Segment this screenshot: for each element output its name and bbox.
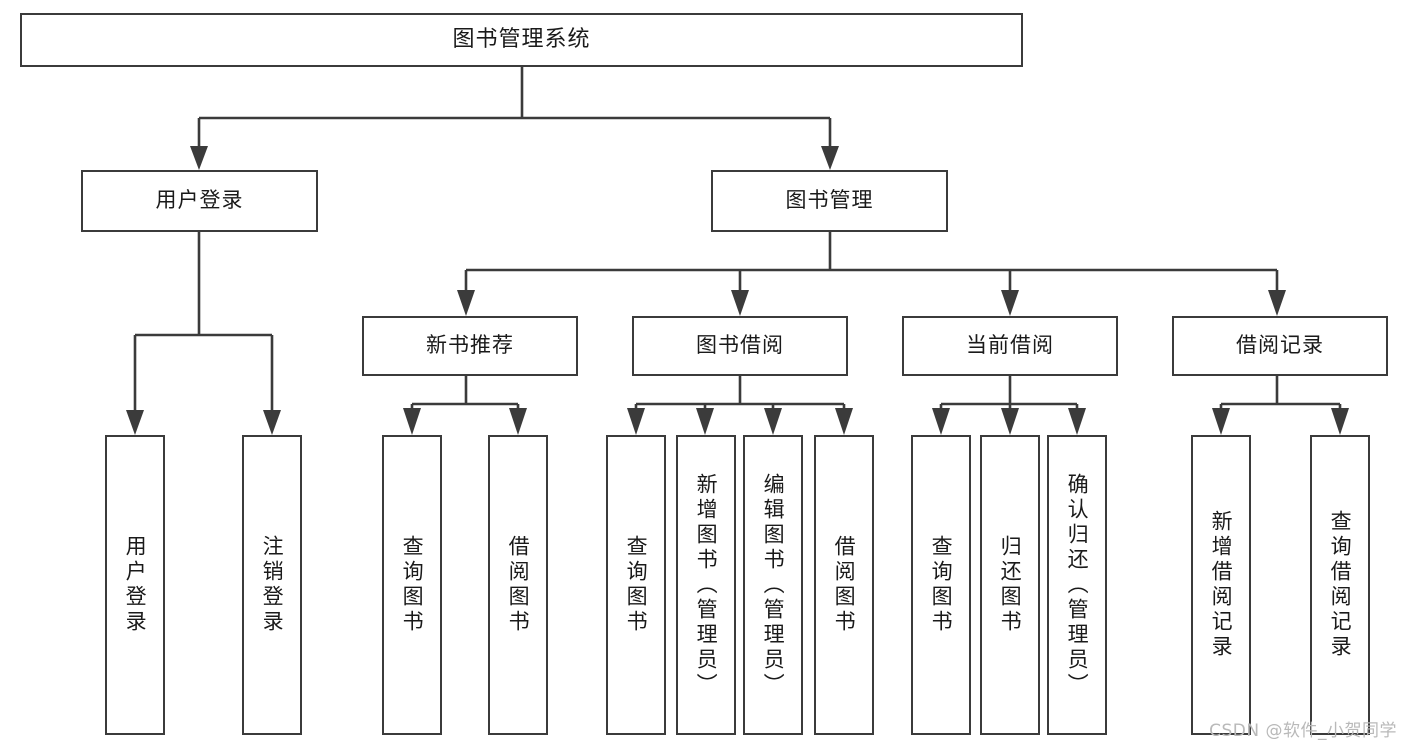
node-label: 新书推荐 [426, 333, 514, 358]
arrowhead-bookborrow [731, 290, 749, 316]
arrowhead-bookborrow-c2 [696, 408, 714, 435]
arrowhead-currentborrow-c2 [1001, 408, 1019, 435]
node-label: 用户登录 [155, 188, 244, 213]
node-book-management[interactable]: 图书管理 [711, 170, 948, 232]
arrowhead-currentborrow [1001, 290, 1019, 316]
node-label: 编辑图书（管理员） [761, 472, 786, 698]
arrowhead-newbook-c1 [403, 408, 421, 435]
arrowhead-newbook [457, 290, 475, 316]
arrowhead-bookborrow-c1 [627, 408, 645, 435]
node-label: 查询借阅记录 [1328, 510, 1353, 660]
arrowhead-newbook-c2 [509, 408, 527, 435]
node-label: 查询图书 [624, 535, 649, 635]
node-book-borrow[interactable]: 图书借阅 [632, 316, 848, 376]
arrowhead-borrowrecord-c2 [1331, 408, 1349, 435]
arrowhead-userlogin-c1 [126, 410, 144, 435]
node-label: 借阅图书 [506, 535, 531, 635]
leaf-current-borrow-confirm-return-admin[interactable]: 确认归还（管理员） [1047, 435, 1107, 735]
leaf-book-borrow-borrow-books[interactable]: 借阅图书 [814, 435, 874, 735]
node-label: 查询图书 [929, 535, 954, 635]
leaf-user-login-login[interactable]: 用户登录 [105, 435, 165, 735]
arrowhead-currentborrow-c1 [932, 408, 950, 435]
leaf-current-borrow-query-books[interactable]: 查询图书 [911, 435, 971, 735]
arrowhead-userlogin [190, 146, 208, 170]
node-label: 查询图书 [400, 535, 425, 635]
node-label: 图书管理系统 [452, 26, 591, 52]
node-label: 借阅图书 [832, 535, 857, 635]
node-label: 当前借阅 [966, 333, 1054, 358]
node-label: 新增图书（管理员） [694, 472, 719, 698]
node-new-book-recommend[interactable]: 新书推荐 [362, 316, 578, 376]
arrowhead-bookmgmt [821, 146, 839, 170]
arrowhead-bookborrow-c4 [835, 408, 853, 435]
leaf-book-borrow-add-book-admin[interactable]: 新增图书（管理员） [676, 435, 736, 735]
leaf-current-borrow-return-books[interactable]: 归还图书 [980, 435, 1040, 735]
leaf-book-borrow-query-books[interactable]: 查询图书 [606, 435, 666, 735]
arrowhead-userlogin-c2 [263, 410, 281, 435]
node-label: 新增借阅记录 [1209, 510, 1234, 660]
node-label: 确认归还（管理员） [1065, 472, 1090, 698]
node-user-login[interactable]: 用户登录 [81, 170, 318, 232]
leaf-user-login-logout[interactable]: 注销登录 [242, 435, 302, 735]
node-root-book-management-system[interactable]: 图书管理系统 [20, 13, 1023, 67]
node-label: 借阅记录 [1236, 333, 1324, 358]
node-current-borrow[interactable]: 当前借阅 [902, 316, 1118, 376]
arrowhead-borrowrecord [1268, 290, 1286, 316]
node-label: 图书管理 [785, 188, 874, 213]
arrowhead-borrowrecord-c1 [1212, 408, 1230, 435]
arrowhead-bookborrow-c3 [764, 408, 782, 435]
leaf-borrow-record-query-record[interactable]: 查询借阅记录 [1310, 435, 1370, 735]
node-label: 用户登录 [123, 535, 148, 635]
arrowhead-currentborrow-c3 [1068, 408, 1086, 435]
node-label: 归还图书 [998, 535, 1023, 635]
watermark-text: CSDN @软件_小贺同学 [1209, 721, 1397, 741]
node-label: 图书借阅 [696, 333, 784, 358]
leaf-book-borrow-edit-book-admin[interactable]: 编辑图书（管理员） [743, 435, 803, 735]
leaf-borrow-record-add-record[interactable]: 新增借阅记录 [1191, 435, 1251, 735]
node-borrow-record[interactable]: 借阅记录 [1172, 316, 1388, 376]
leaf-new-book-query-books[interactable]: 查询图书 [382, 435, 442, 735]
leaf-new-book-borrow-books[interactable]: 借阅图书 [488, 435, 548, 735]
node-label: 注销登录 [260, 535, 285, 635]
